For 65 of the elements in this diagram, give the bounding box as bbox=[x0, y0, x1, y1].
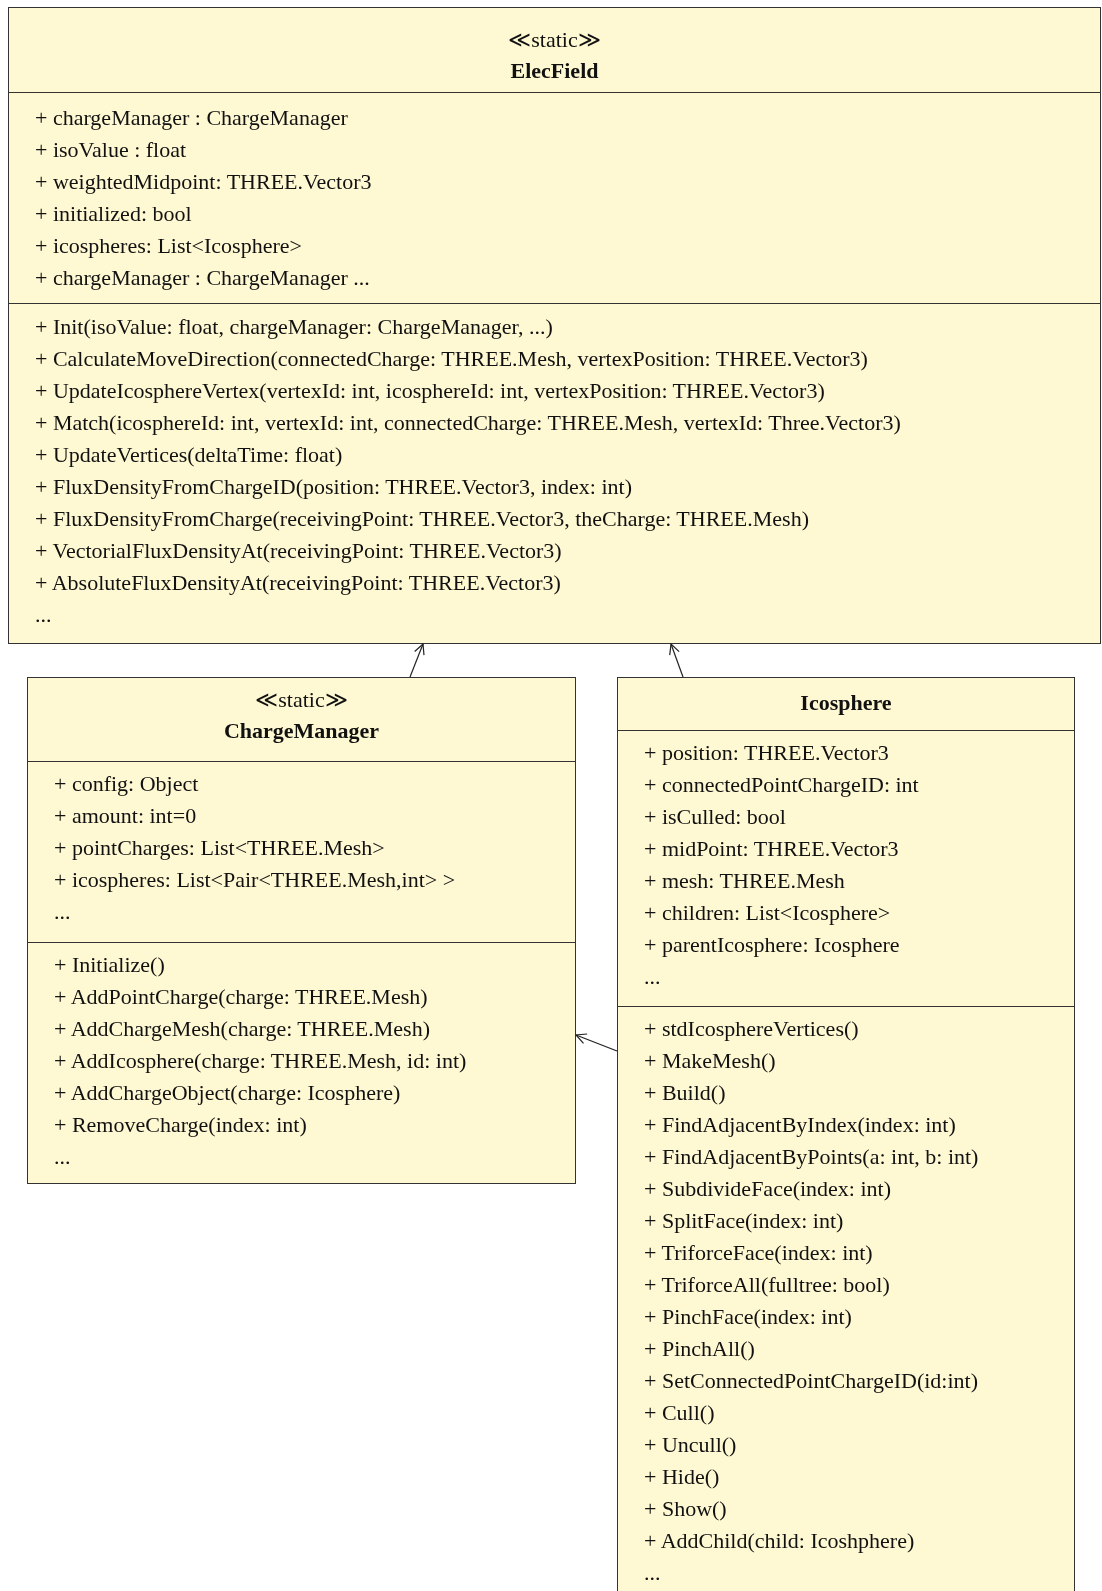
method-text: + Initialize() bbox=[54, 951, 165, 979]
class-box bbox=[8, 7, 1101, 644]
attribute-text: + icospheres: List<Icosphere> bbox=[35, 232, 302, 260]
method-text: ... bbox=[644, 1559, 661, 1587]
method-text: + PinchFace(index: int) bbox=[644, 1303, 852, 1331]
method-text: + AbsoluteFluxDensityAt(receivingPoint: THREE.Vector3) bbox=[35, 569, 561, 597]
attribute-text: + pointCharges: List<THREE.Mesh> bbox=[54, 834, 385, 862]
method-text: + AddPointCharge(charge: THREE.Mesh) bbox=[54, 983, 428, 1011]
method-text: + UpdateVertices(deltaTime: float) bbox=[35, 441, 343, 469]
method-text: + Init(isoValue: float, chargeManager: ChargeManager, ...) bbox=[35, 313, 553, 341]
method-text: + FindAdjacentByPoints(a: int, b: int) bbox=[644, 1143, 979, 1171]
method-text: ... bbox=[54, 1143, 71, 1171]
class-box bbox=[27, 677, 576, 1184]
attribute-text: + isCulled: bool bbox=[644, 803, 786, 831]
method-text: + Match(icosphereId: int, vertexId: int, connectedCharge: THREE.Mesh, vertexId: Three.Vector3) bbox=[35, 409, 901, 437]
class-box bbox=[617, 677, 1075, 1591]
method-text: + FluxDensityFromCharge(receivingPoint: THREE.Vector3, theCharge: THREE.Mesh) bbox=[35, 505, 809, 533]
method-text: + SetConnectedPointChargeID(id:int) bbox=[644, 1367, 978, 1395]
attribute-text: + isoValue : float bbox=[35, 136, 187, 164]
stereotype-text: ≪static≫ bbox=[508, 26, 601, 54]
attribute-text: + config: Object bbox=[54, 770, 199, 798]
attribute-text: ... bbox=[54, 898, 71, 926]
method-text: + stdIcosphereVertices() bbox=[644, 1015, 859, 1043]
method-text: + AddIcosphere(charge: THREE.Mesh, id: int) bbox=[54, 1047, 467, 1075]
method-text: + TriforceFace(index: int) bbox=[644, 1239, 873, 1267]
method-text: + FindAdjacentByIndex(index: int) bbox=[644, 1111, 956, 1139]
method-text: + AddChargeObject(charge: Icosphere) bbox=[54, 1079, 401, 1107]
method-text: + Uncull() bbox=[644, 1431, 737, 1459]
class-name: Icosphere bbox=[800, 689, 892, 717]
method-text: + PinchAll() bbox=[644, 1335, 755, 1363]
method-text: + UpdateIcosphereVertex(vertexId: int, icosphereId: int, vertexPosition: THREE.Vector3) bbox=[35, 377, 825, 405]
attribute-text: + children: List<Icosphere> bbox=[644, 899, 891, 927]
attribute-text: + parentIcosphere: Icosphere bbox=[644, 931, 900, 959]
method-text: + AddChargeMesh(charge: THREE.Mesh) bbox=[54, 1015, 430, 1043]
attribute-text: + chargeManager : ChargeManager ... bbox=[35, 264, 370, 292]
method-text: ... bbox=[35, 601, 52, 629]
method-text: + SplitFace(index: int) bbox=[644, 1207, 844, 1235]
attribute-text: + connectedPointChargeID: int bbox=[644, 771, 919, 799]
method-text: + Build() bbox=[644, 1079, 726, 1107]
class-name: ElecField bbox=[510, 57, 599, 85]
attribute-text: + icospheres: List<Pair<THREE.Mesh,int> > bbox=[54, 866, 456, 894]
method-text: + Show() bbox=[644, 1495, 727, 1523]
method-text: + Cull() bbox=[644, 1399, 715, 1427]
attribute-text: + midPoint: THREE.Vector3 bbox=[644, 835, 899, 863]
method-text: + MakeMesh() bbox=[644, 1047, 776, 1075]
method-text: + TriforceAll(fulltree: bool) bbox=[644, 1271, 890, 1299]
attribute-text: ... bbox=[644, 963, 661, 991]
attribute-text: + mesh: THREE.Mesh bbox=[644, 867, 845, 895]
arrow bbox=[409, 643, 425, 678]
stereotype-text: ≪static≫ bbox=[255, 686, 348, 714]
method-text: + FluxDensityFromChargeID(position: THREE.Vector3, index: int) bbox=[35, 473, 632, 501]
arrow bbox=[669, 643, 684, 678]
attribute-text: + initialized: bool bbox=[35, 200, 192, 228]
class-name: ChargeManager bbox=[223, 717, 380, 745]
method-text: + AddChild(child: Icoshphere) bbox=[644, 1527, 915, 1555]
attribute-text: + weightedMidpoint: THREE.Vector3 bbox=[35, 168, 372, 196]
method-text: + CalculateMoveDirection(connectedCharge: THREE.Mesh, vertexPosition: THREE.Vector3) bbox=[35, 345, 868, 373]
attribute-text: + position: THREE.Vector3 bbox=[644, 739, 889, 767]
arrow bbox=[575, 1033, 618, 1052]
method-text: + SubdivideFace(index: int) bbox=[644, 1175, 892, 1203]
method-text: + Hide() bbox=[644, 1463, 720, 1491]
attribute-text: + amount: int=0 bbox=[54, 802, 197, 830]
method-text: + RemoveCharge(index: int) bbox=[54, 1111, 307, 1139]
method-text: + VectorialFluxDensityAt(receivingPoint: THREE.Vector3) bbox=[35, 537, 562, 565]
attribute-text: + chargeManager : ChargeManager bbox=[35, 104, 348, 132]
